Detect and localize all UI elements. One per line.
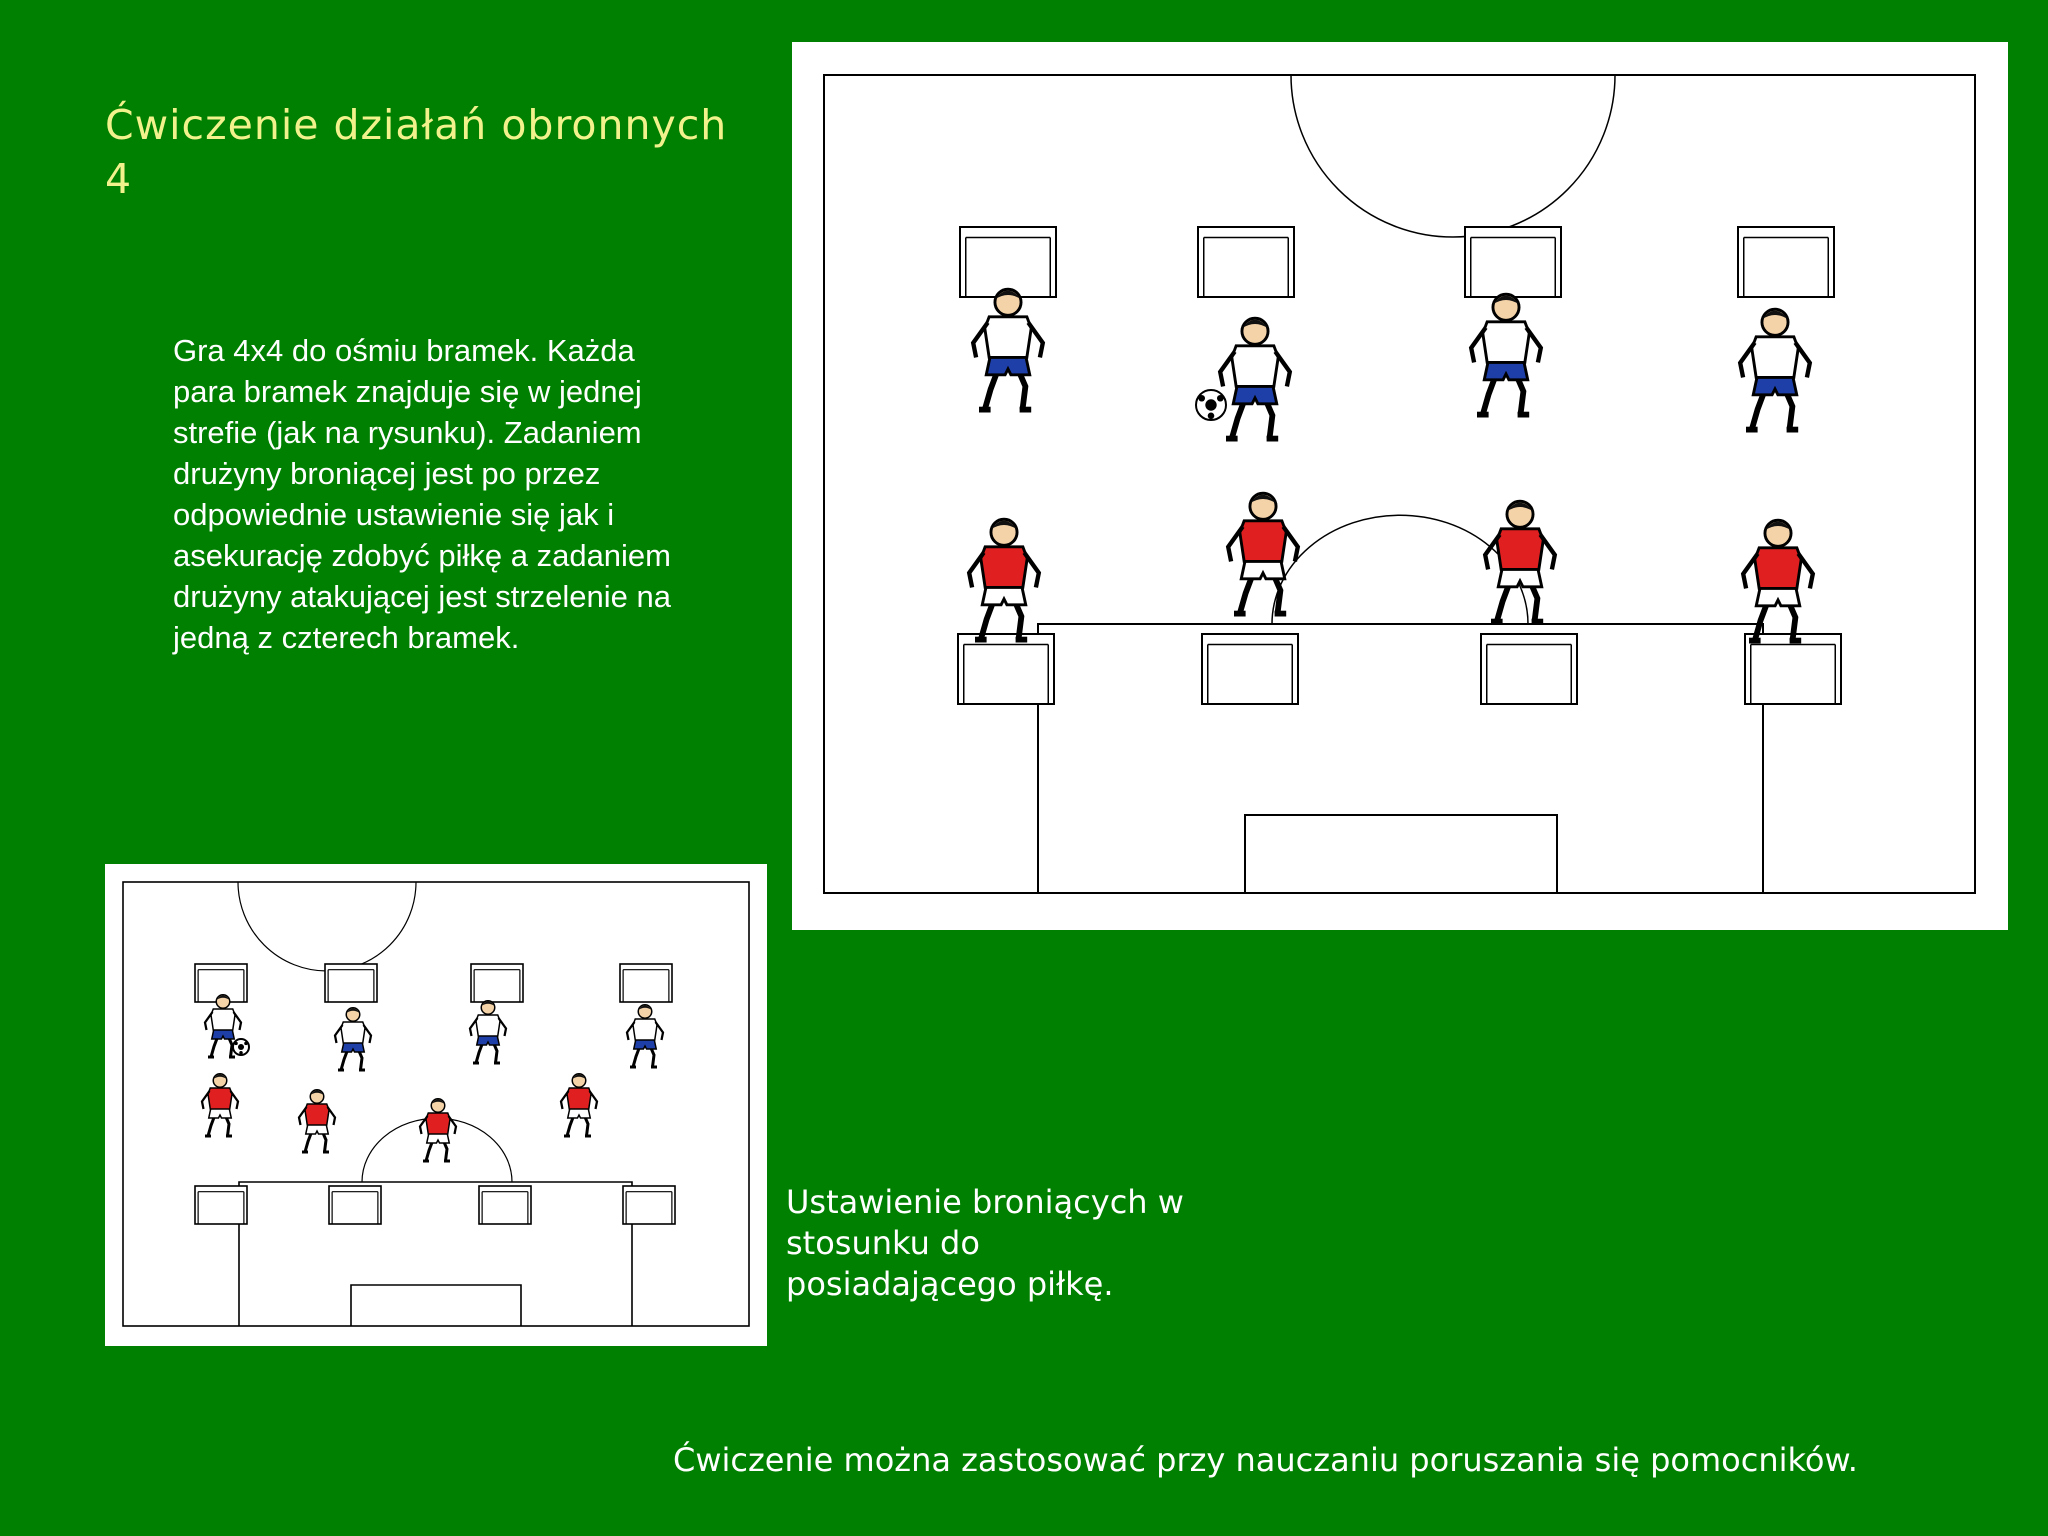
attacker-player-icon	[1217, 316, 1293, 442]
description-line: jedną z czterech bramek.	[173, 620, 520, 655]
goal-icon	[478, 1185, 532, 1225]
goal-icon	[194, 1185, 248, 1225]
penalty-arc	[1271, 514, 1529, 625]
goal-icon	[1737, 226, 1835, 298]
attacker-player-icon	[970, 287, 1046, 413]
center-circle	[1290, 74, 1616, 238]
pitch-diagram-large	[792, 42, 2008, 930]
attacker-player-icon	[333, 1007, 373, 1072]
goal-icon	[1744, 633, 1842, 705]
ball-icon	[1195, 389, 1227, 421]
goal-icon	[959, 226, 1057, 298]
defender-player-icon	[966, 517, 1042, 643]
center-circle	[237, 881, 417, 972]
goal-icon	[1197, 226, 1295, 298]
attacker-player-icon	[1468, 292, 1544, 418]
caption-line: posiadającego piłkę.	[786, 1265, 1114, 1303]
goal-icon	[619, 963, 673, 1003]
description-line: odpowiednie ustawienie się jak i	[173, 497, 615, 532]
goal-icon	[1201, 633, 1299, 705]
defender-player-icon	[1740, 518, 1816, 644]
goal-area	[350, 1284, 522, 1326]
attacker-player-icon	[1737, 307, 1813, 433]
defender-player-icon	[200, 1073, 240, 1138]
goal-icon	[957, 633, 1055, 705]
defender-player-icon	[1225, 491, 1301, 617]
penalty-area	[238, 1181, 633, 1326]
defender-player-icon	[297, 1089, 337, 1154]
caption-line: Ustawienie broniących w	[786, 1183, 1184, 1221]
pitch-outline	[823, 74, 1976, 894]
goal-icon	[324, 963, 378, 1003]
goal-icon	[622, 1185, 676, 1225]
goal-icon	[470, 963, 524, 1003]
attacker-player-icon	[468, 1000, 508, 1065]
penalty-area	[1037, 623, 1764, 893]
exercise-description: Gra 4x4 do ośmiu bramek. Każda para bram…	[173, 330, 753, 658]
goal-icon	[1464, 226, 1562, 298]
description-line: drużyny atakującej jest strzelenie na	[173, 579, 671, 614]
slide-title-line-1: Ćwiczenie działań obronnych	[105, 101, 728, 149]
ball-icon	[232, 1038, 250, 1056]
description-line: Gra 4x4 do ośmiu bramek. Każda	[173, 333, 635, 368]
pitch-outline	[122, 881, 750, 1327]
footer-note: Ćwiczenie można zastosować przy nauczani…	[673, 1441, 1858, 1479]
caption-line: stosunku do	[786, 1224, 980, 1262]
goal-icon	[1480, 633, 1578, 705]
attacker-player-icon	[203, 994, 243, 1059]
description-line: asekurację zdobyć piłkę a zadaniem	[173, 538, 671, 573]
attacker-player-icon	[625, 1004, 665, 1069]
goal-area	[1244, 814, 1558, 893]
description-line: drużyny broniącej jest po przez	[173, 456, 601, 491]
slide-title-line-2: 4	[105, 155, 133, 203]
pitch-diagram-small	[105, 864, 767, 1346]
goal-icon	[328, 1185, 382, 1225]
diagram-caption: Ustawienie broniących w stosunku do posi…	[786, 1182, 1286, 1305]
defender-player-icon	[559, 1073, 599, 1138]
description-line: strefie (jak na rysunku). Zadaniem	[173, 415, 642, 450]
slide-title: Ćwiczenie działań obronnych 4	[105, 98, 805, 206]
description-line: para bramek znajduje się w jednej	[173, 374, 642, 409]
pitch-svg-small	[122, 881, 750, 1327]
defender-player-icon	[1482, 499, 1558, 625]
defender-player-icon	[418, 1098, 458, 1163]
pitch-svg-large	[823, 74, 1976, 894]
